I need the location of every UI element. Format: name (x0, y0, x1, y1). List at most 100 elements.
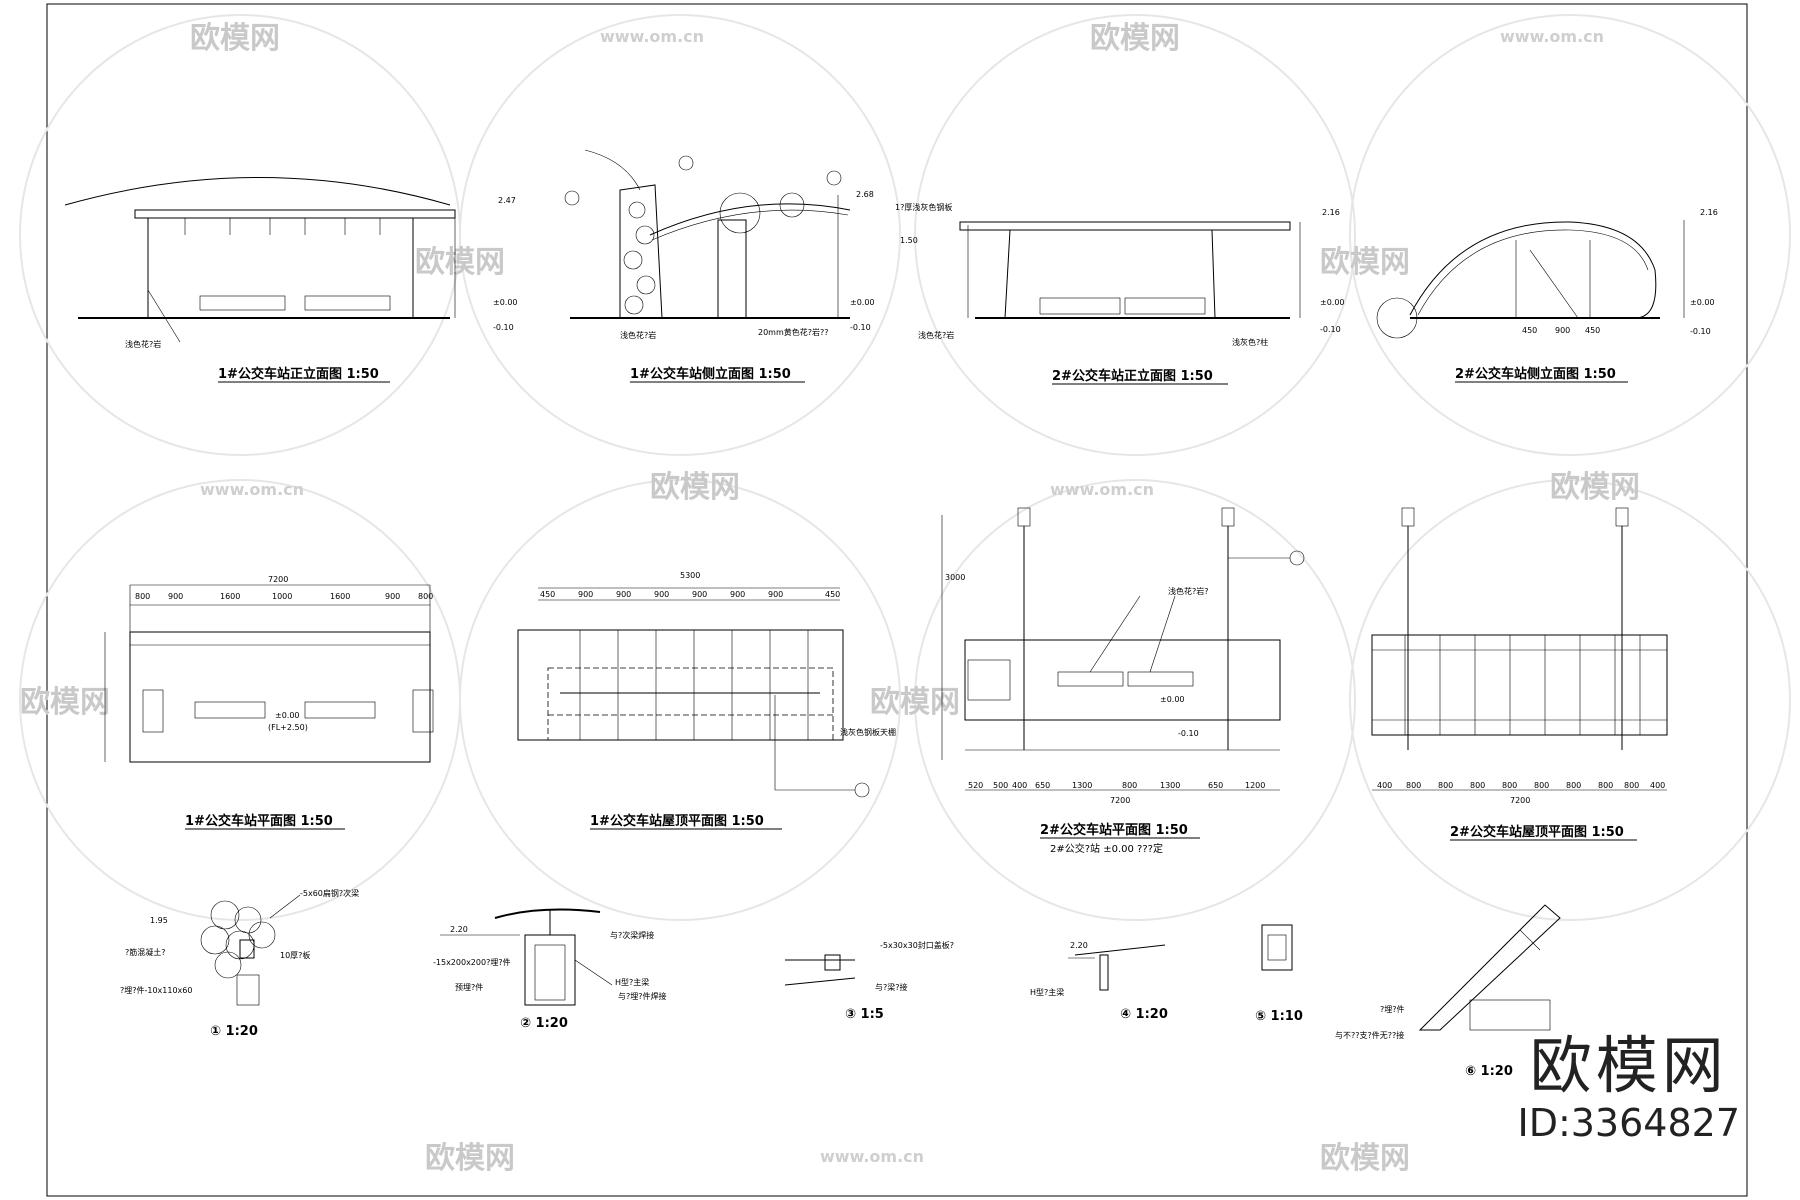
dim-p2-3: 900 (654, 590, 669, 599)
dim-p2-4: 900 (692, 590, 707, 599)
note-stone: 浅色花?岩 (125, 339, 161, 349)
detail-1: -5x60扁钢?次梁 10厚?板 ?筋混凝土? ?埋?件-10x110x60 1… (120, 888, 359, 1039)
dim-p1-3: 1000 (272, 592, 292, 601)
dim-p2-7: 450 (825, 590, 840, 599)
brand-id: ID:3364827 (1517, 1101, 1740, 1145)
title-roof-plan-2: 2#公交车站屋顶平面图 1:50 (1450, 824, 1624, 840)
dim-p3-6: 1300 (1160, 781, 1180, 790)
note-steel-plate: 1?厚浅灰色钢板 (895, 202, 952, 212)
dim-p4-8: 800 (1624, 781, 1639, 790)
dim-p2-total: 5300 (680, 571, 700, 580)
dim-p4-9: 400 (1650, 781, 1665, 790)
level-zero-3: ±0.00 (1320, 298, 1345, 307)
title-plan-1: 1#公交车站平面图 1:50 (185, 813, 333, 829)
note-plan-2: 2#公交?站 ±0.00 ???定 (1050, 842, 1163, 855)
dim-p4-3: 800 (1470, 781, 1485, 790)
dim-p3-7: 650 (1208, 781, 1223, 790)
dim-p4-6: 800 (1566, 781, 1581, 790)
watermark-brand: 欧模网 (190, 21, 280, 56)
note-d6-embed: ?埋?件 (1380, 1004, 1405, 1014)
title-detail-5: ⑤ 1:10 (1255, 1009, 1303, 1024)
title-detail-1: ① 1:20 (210, 1024, 258, 1039)
detail-6: ?埋?件 与不??支?件无??接 ⑥ 1:20 (1335, 904, 1561, 1079)
note-d2-weld2: 与?埋?件焊接 (618, 991, 667, 1001)
level-neg-2: -0.10 (850, 323, 871, 332)
note-d2-embed: -15x200x200?埋?件 (433, 957, 511, 967)
title-roof-plan-1: 1#公交车站屋顶平面图 1:50 (590, 813, 764, 829)
dim-p4-total: 7200 (1510, 796, 1530, 805)
title-detail-6: ⑥ 1:20 (1465, 1064, 1513, 1079)
dim-p1-0: 800 (135, 592, 150, 601)
brand-name: 欧模网 (1529, 1029, 1728, 1102)
detail-5: ⑤ 1:10 (1255, 924, 1303, 1024)
watermark-circles (19, 14, 1791, 921)
watermark-brand: 欧模网 (1320, 1141, 1410, 1176)
title-detail-2: ② 1:20 (520, 1016, 568, 1031)
watermark-texts: 欧模网 欧模网 www.om.cn www.om.cn 欧模网 欧模网 www.… (20, 21, 1640, 1176)
level-neg-4: -0.10 (1690, 327, 1711, 336)
brand-badge: 欧模网 ID:3364827 (1517, 1029, 1740, 1146)
level-zero: ±0.00 (493, 298, 518, 307)
dim-p3-total: 7200 (1110, 796, 1130, 805)
dim-p4-1: 800 (1406, 781, 1421, 790)
level-neg: -0.10 (493, 323, 514, 332)
level-2-16b: 2.16 (1700, 208, 1718, 217)
note-stone-2: 浅色花?岩 (620, 330, 656, 340)
elevation-2-front: 1?厚浅灰色钢板 1.50 浅色花?岩 浅灰色?柱 2.16 ±0.00 -0.… (895, 202, 1345, 385)
title-1-front: 1#公交车站正立面图 1:50 (218, 366, 379, 382)
dim-p1-2: 1600 (220, 592, 240, 601)
dim-p3-1: 500 (993, 781, 1008, 790)
level-neg-3: -0.10 (1320, 325, 1341, 334)
title-2-side: 2#公交车站侧立面图 1:50 (1455, 366, 1616, 382)
watermark-brand: 欧模网 (1550, 470, 1640, 505)
watermark-brand: 欧模网 (650, 470, 740, 505)
roof-plan-1: 5300 450 900 900 900 900 900 900 450 浅灰色… (517, 571, 896, 830)
note-d2-hbeam: H型?主梁 (615, 977, 649, 987)
dim-e4-1: 900 (1555, 326, 1570, 335)
level-plan1-fl: (FL+2.50) (268, 723, 308, 732)
watermark-url: www.om.cn (820, 1147, 924, 1166)
note-d4-hbeam: H型?主梁 (1030, 987, 1064, 997)
watermark-url: www.om.cn (1050, 480, 1154, 499)
dim-p4-4: 800 (1502, 781, 1517, 790)
dim-p3-left: 3000 (945, 573, 965, 582)
note-d1-plate: 10厚?板 (280, 950, 310, 960)
level-d1: 1.95 (150, 916, 168, 925)
note-stone-4: 浅色花?岩? (1168, 586, 1209, 596)
dim-p1-5: 900 (385, 592, 400, 601)
dim-e4-2: 450 (1585, 326, 1600, 335)
watermark-url: www.om.cn (200, 480, 304, 499)
dim-p4-0: 400 (1377, 781, 1392, 790)
watermark-brand: 欧模网 (425, 1141, 515, 1176)
dim-p1-6: 800 (418, 592, 433, 601)
dim-p4-2: 800 (1438, 781, 1453, 790)
level-1-50: 1.50 (900, 236, 918, 245)
detail-3: -5x30x30封口盖板? 与?梁?接 ③ 1:5 (784, 940, 954, 1022)
dim-p2-5: 900 (730, 590, 745, 599)
elevation-2-side: 2.16 ±0.00 -0.10 450 900 450 2#公交车站侧立面图 … (1376, 208, 1718, 383)
dim-p2-6: 900 (768, 590, 783, 599)
note-stone-3: 浅色花?岩 (918, 330, 954, 340)
level-plan1: ±0.00 (275, 711, 300, 720)
title-plan-2: 2#公交车站平面图 1:50 (1040, 822, 1188, 838)
sheet-border (46, 3, 1748, 1197)
note-d1-concrete: ?筋混凝土? (125, 947, 166, 957)
level-d2: 2.20 (450, 925, 468, 934)
elevation-1-front: 浅色花?岩 2.47 ±0.00 -0.10 1#公交车站正立面图 1:50 (64, 177, 518, 383)
level-plan2-neg: -0.10 (1178, 729, 1199, 738)
dim-p3-4: 1300 (1072, 781, 1092, 790)
roof-plan-2: 400 800 800 800 800 800 800 800 800 400 … (1371, 507, 1668, 841)
note-d6-support: 与不??支?件无??接 (1335, 1030, 1404, 1040)
elevation-1-side: 浅色花?岩 20mm黄色花?岩?? 2.68 ±0.00 -0.10 1#公交车… (564, 149, 875, 383)
dim-p4-5: 800 (1534, 781, 1549, 790)
note-d3-joint: 与?梁?接 (875, 982, 908, 992)
dim-e4-0: 450 (1522, 326, 1537, 335)
note-d3-cover: -5x30x30封口盖板? (880, 940, 954, 950)
watermark-brand: 欧模网 (20, 685, 110, 720)
dim-p3-0: 520 (968, 781, 983, 790)
dim-p1-total: 7200 (268, 575, 288, 584)
watermark-brand: 欧模网 (1320, 245, 1410, 280)
dim-p3-3: 650 (1035, 781, 1050, 790)
watermark-url: www.om.cn (600, 27, 704, 46)
